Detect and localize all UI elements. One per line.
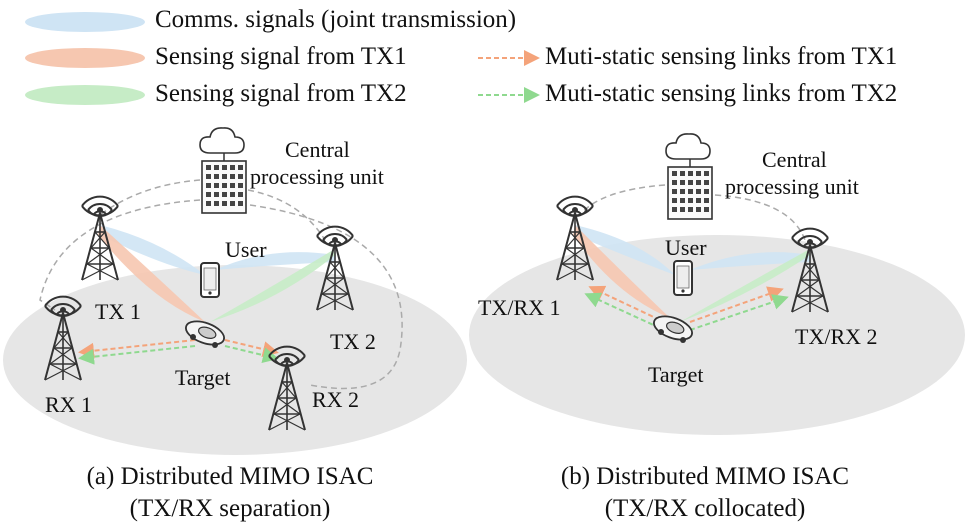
left-target-label: Target: [175, 365, 231, 390]
left-caption-line1: (a) Distributed MIMO ISAC: [86, 463, 374, 490]
legend-sensing-tx2-swatch: [25, 85, 145, 105]
left-caption-line2: (TX/RX separation): [129, 495, 331, 522]
left-rx2-label: RX 2: [312, 387, 360, 412]
right-caption-line1: (b) Distributed MIMO ISAC: [560, 463, 850, 490]
legend-sensing-tx1-label: Sensing signal from TX1: [155, 43, 407, 70]
left-cpu-icon: [199, 127, 247, 214]
left-tx2-label: TX 2: [330, 329, 376, 354]
legend-comms-swatch: [25, 12, 145, 32]
left-ground-area: [3, 265, 467, 455]
left-user-phone-icon: [200, 262, 220, 298]
right-ground-area: [469, 235, 965, 435]
legend-links-tx2-label: Muti-static sensing links from TX2: [545, 80, 898, 107]
right-user-label: User: [665, 235, 707, 260]
legend-links-tx1-label: Muti-static sensing links from TX1: [545, 43, 898, 70]
left-rx1-label: RX 1: [45, 392, 93, 417]
right-txrx1-label: TX/RX 1: [478, 295, 561, 320]
left-user-label: User: [225, 237, 267, 262]
left-cpu-label-line2: processing unit: [250, 164, 384, 189]
right-cpu-icon: [665, 133, 713, 220]
right-cpu-label-line1: Central: [762, 147, 827, 172]
right-target-label: Target: [648, 362, 704, 387]
right-user-phone-icon: [673, 260, 693, 296]
right-cpu-label-line2: processing unit: [725, 174, 859, 199]
legend-sensing-tx1-swatch: [25, 48, 145, 68]
legend-comms-label: Comms. signals (joint transmission): [155, 6, 517, 33]
left-cpu-label-line1: Central: [285, 137, 350, 162]
right-txrx2-label: TX/RX 2: [795, 324, 878, 349]
left-tx1-label: TX 1: [95, 299, 141, 324]
legend-sensing-tx2-label: Sensing signal from TX2: [155, 80, 407, 107]
right-caption-line2: (TX/RX collocated): [604, 495, 806, 522]
